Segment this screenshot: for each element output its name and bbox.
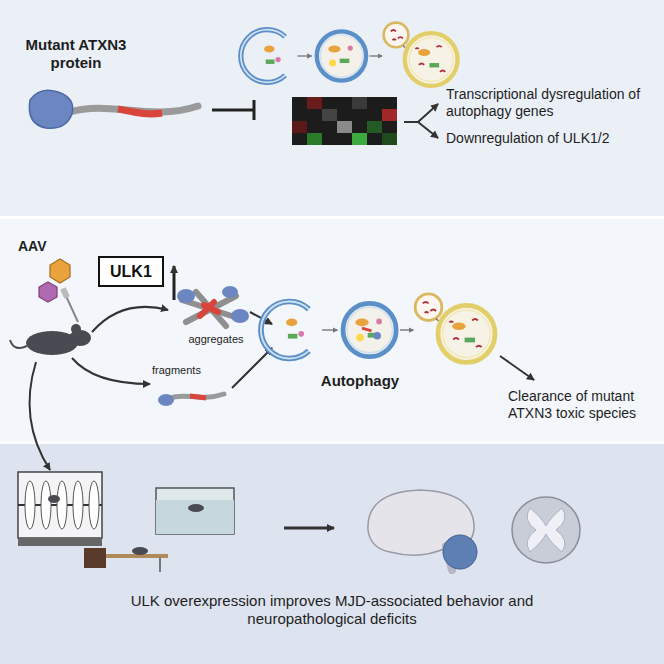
panel-band: ULK overexpression improves MJD-associat… [0,444,664,664]
gene-box: ULK1 [98,256,164,287]
water-tank [156,488,234,534]
panel-text: Mutant ATXN3 protein [14,36,138,72]
fork-arrows [404,104,438,138]
panel-text: fragments [152,364,222,377]
band-fill [0,219,664,441]
panel-text: Autophagy [300,372,420,390]
inhibition-line [212,100,254,120]
panel-band: AAV aggregates fragmentsAutophagyClearance… [0,219,664,441]
panel-text: aggregates [176,333,256,346]
panel-text: Downregulation of ULK1/2 [446,130,656,147]
mouse [10,324,91,355]
aav-virus [39,259,78,322]
brain [368,490,477,570]
panel-text: Clearance of mutant ATXN3 toxic species [508,388,658,422]
mutant-protein [29,90,198,128]
box-label: ULK1 [110,262,152,281]
panel-band: Mutant ATXN3 proteinTranscriptional dysr… [0,0,664,216]
panel-text: ULK overexpression improves MJD-associat… [92,592,572,628]
spinal-cord-section [512,497,580,563]
fragments [158,394,224,406]
panel-text: AAV [18,238,58,255]
band-fill [0,444,664,664]
band-fill [0,0,664,216]
rotarod [18,472,102,546]
panel-text: Transcriptional dysregulation of autopha… [446,86,656,120]
autophagy-pathway [241,23,458,86]
up-arrow [174,266,175,300]
heatmap [292,97,397,145]
aggregates [177,286,249,326]
autophagy-pathway [261,294,495,362]
result-arrow [284,528,334,529]
beam-walk [84,547,168,572]
